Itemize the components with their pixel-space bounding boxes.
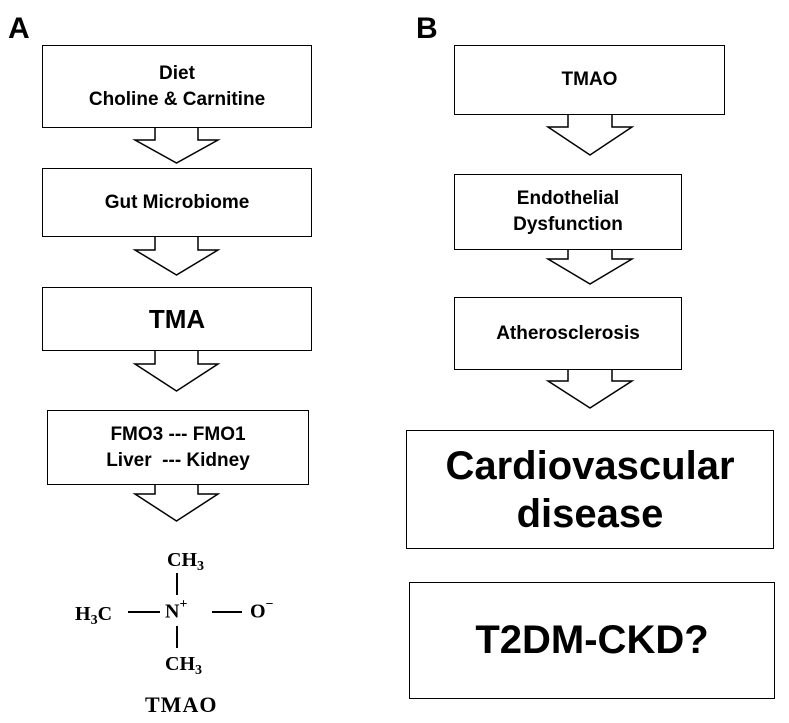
left-methyl-group: H3C: [75, 603, 113, 628]
arrow-fmo-to-tmao: [132, 483, 221, 522]
arrow-tma-to-fmo: [132, 349, 221, 392]
diet-label: Diet: [159, 62, 195, 84]
endothelial-label: Endothelial: [516, 188, 620, 210]
endothelial-dysfunction-box: Endothelial Dysfunction: [454, 174, 682, 250]
tma-box: TMA: [42, 287, 312, 351]
left-bond: [128, 611, 160, 613]
nitrogen-atom: N+: [165, 597, 188, 623]
fmo-box: FMO3 --- FMO1 Liver --- Kidney: [47, 410, 309, 485]
dysfunction-label: Dysfunction: [513, 214, 623, 235]
fmo-organs-label: Liver --- Kidney: [106, 449, 250, 471]
t2dm-ckd-box: T2DM-CKD?: [409, 582, 775, 699]
panel-a-label: A: [8, 12, 30, 45]
cardiovascular-disease-box: Cardiovascular disease: [406, 430, 774, 549]
bottom-bond: [176, 626, 178, 648]
cardiovascular-label: Cardiovascular: [445, 443, 735, 488]
gut-microbiome-label: Gut Microbiome: [104, 191, 250, 213]
arrow-diet-to-gut: [132, 126, 221, 164]
arrow-gut-to-tma: [132, 235, 221, 276]
right-bond: [212, 611, 242, 613]
disease-label: disease: [516, 491, 664, 536]
tmao-box: TMAO: [454, 45, 725, 115]
panel-b-label: B: [416, 12, 438, 45]
top-methyl-group: CH3: [167, 549, 204, 574]
tmao-structure-caption: TMAO: [145, 692, 218, 717]
bottom-methyl-group: CH3: [165, 653, 202, 678]
fmo-enzymes-label: FMO3 --- FMO1: [110, 423, 246, 445]
arrow-athero-to-cvd: [545, 368, 635, 409]
tmao-label: TMAO: [561, 69, 618, 90]
gut-microbiome-box: Gut Microbiome: [42, 168, 312, 237]
choline-carnitine-label: Choline & Carnitine: [88, 88, 266, 110]
t2dm-ckd-label: T2DM-CKD?: [475, 618, 709, 662]
arrow-endo-to-athero: [545, 248, 635, 285]
oxygen-atom: O−: [250, 597, 274, 623]
arrow-tmao-to-endo: [545, 113, 635, 156]
atherosclerosis-label: Atherosclerosis: [496, 322, 640, 344]
atherosclerosis-box: Atherosclerosis: [454, 297, 682, 370]
tma-label: TMA: [148, 303, 206, 334]
top-bond: [176, 573, 178, 595]
diet-box: Diet Choline & Carnitine: [42, 45, 312, 128]
